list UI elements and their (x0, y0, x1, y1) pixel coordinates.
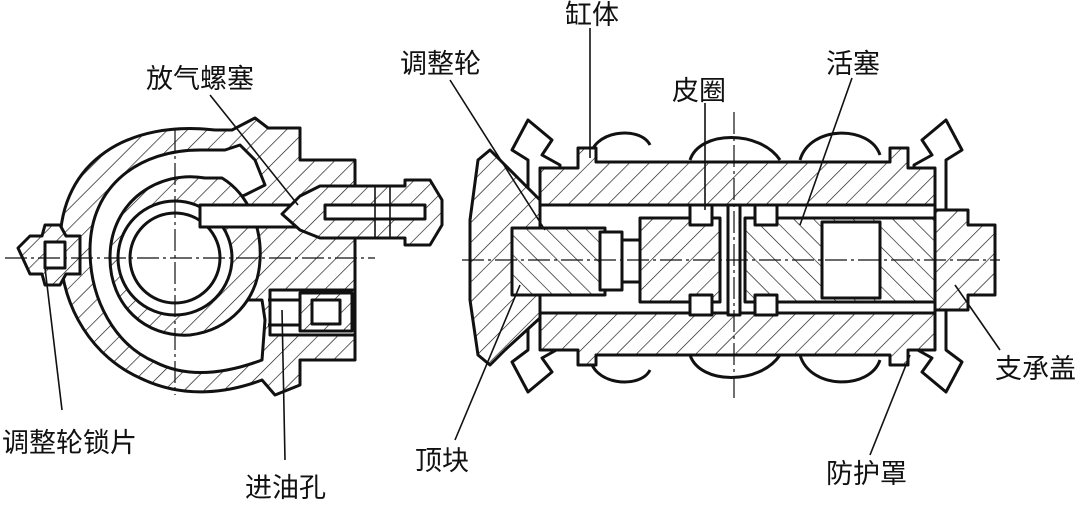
label-dust-boot: 防护罩 (826, 459, 907, 490)
leader-bleeder-plug (209, 94, 299, 206)
right-section-view (462, 112, 1000, 400)
label-push-block: 顶块 (415, 446, 469, 477)
push-block (510, 226, 607, 297)
leader-oil-inlet (281, 309, 286, 461)
leader-push-block (454, 284, 521, 441)
label-adjuster-lock: 调整轮锁片 (2, 428, 137, 459)
label-oil-inlet: 进油孔 (245, 473, 326, 504)
label-cylinder-body: 缸体 (565, 0, 619, 31)
cup-seal-lower-right (753, 293, 779, 317)
leader-adjuster-lock (44, 267, 63, 411)
left-end-view (5, 116, 444, 397)
top-bellows (588, 131, 882, 161)
label-bleeder-plug: 放气螺塞 (146, 64, 254, 95)
label-support-cap: 支承盖 (995, 354, 1076, 385)
label-cup-seal: 皮圈 (672, 76, 726, 107)
leader-adjuster-wheel (449, 79, 546, 231)
cup-seal-upper-right (753, 203, 779, 227)
label-piston: 活塞 (826, 49, 880, 80)
push-block-head (598, 230, 624, 292)
oil-inlet-bore (310, 298, 342, 326)
cup-seal-lower-left (688, 293, 714, 317)
bottom-bellows (588, 354, 882, 384)
leader-lines (44, 28, 1001, 461)
cylinder-body-bottom-wall (538, 298, 937, 367)
cup-seal-upper-left (688, 203, 714, 227)
label-adjuster-wheel: 调整轮 (400, 49, 481, 80)
leader-dust-boot (869, 354, 911, 456)
leader-support-cap (954, 284, 1001, 351)
leader-piston (799, 77, 853, 226)
